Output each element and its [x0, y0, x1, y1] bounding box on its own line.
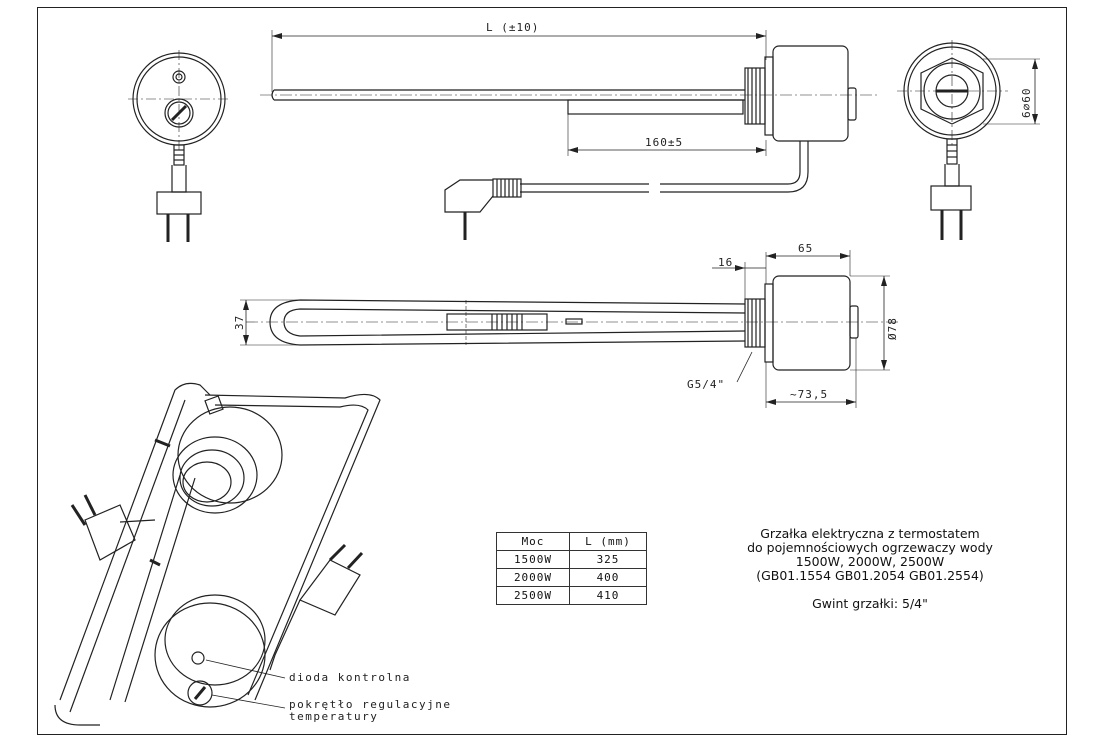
dim-body-length: 65 [798, 242, 813, 255]
product-description: Grzałka elektryczna z termostatem do poj… [720, 527, 1020, 611]
dim-tube: 160±5 [645, 136, 683, 149]
header-power: Moc [496, 532, 570, 551]
label-indicator: dioda kontrolna [289, 671, 411, 684]
cell-length: 410 [569, 586, 647, 605]
table-row: 1500W 325 [496, 550, 647, 569]
dim-diameter: Ø78 [886, 317, 899, 340]
label-knob-line1: pokrętło regulacyjne [289, 698, 451, 711]
cell-length: 325 [569, 550, 647, 569]
dim-height: 37 [233, 315, 246, 330]
dim-thread-length: 16 [718, 256, 733, 269]
top-view [240, 250, 900, 408]
description-line: (GB01.1554 GB01.2054 GB01.2554) [756, 568, 984, 583]
cell-power: 2000W [496, 568, 570, 587]
iso-indicator-led-icon [191, 651, 205, 665]
thread-spec: Gwint grzałki: 5/4" [812, 596, 928, 611]
description-line: do pojemnościowych ogrzewaczy wody [747, 540, 993, 555]
table-row: 2500W 410 [496, 586, 647, 605]
table-header-row: Moc L (mm) [496, 532, 647, 551]
cell-power: 1500W [496, 550, 570, 569]
dim-overall: ~73,5 [790, 388, 828, 401]
end-view [897, 40, 1040, 240]
dim-length: L (±10) [486, 21, 539, 34]
dim-wrench: 6⌀60 [1020, 88, 1033, 119]
isometric-view [54, 382, 381, 726]
dimension-labels: L (±10) 160±5 16 65 Ø78 37 G5/4" ~73,5 6… [233, 21, 1033, 723]
description-line: Grzałka elektryczna z termostatem [760, 526, 980, 541]
cell-length: 400 [569, 568, 647, 587]
side-view [260, 30, 880, 240]
iso-knob-icon [187, 680, 213, 706]
dim-thread: G5/4" [687, 378, 725, 391]
description-line: 1500W, 2000W, 2500W [795, 554, 945, 569]
label-knob-line2: temperatury [289, 710, 378, 723]
front-view [128, 50, 230, 242]
drawing-frame [37, 7, 1067, 735]
power-length-table: Moc L (mm) 1500W 325 2000W 400 2500W 410 [496, 532, 647, 605]
header-length: L (mm) [569, 532, 647, 551]
cell-power: 2500W [496, 586, 570, 605]
table-row: 2000W 400 [496, 568, 647, 587]
